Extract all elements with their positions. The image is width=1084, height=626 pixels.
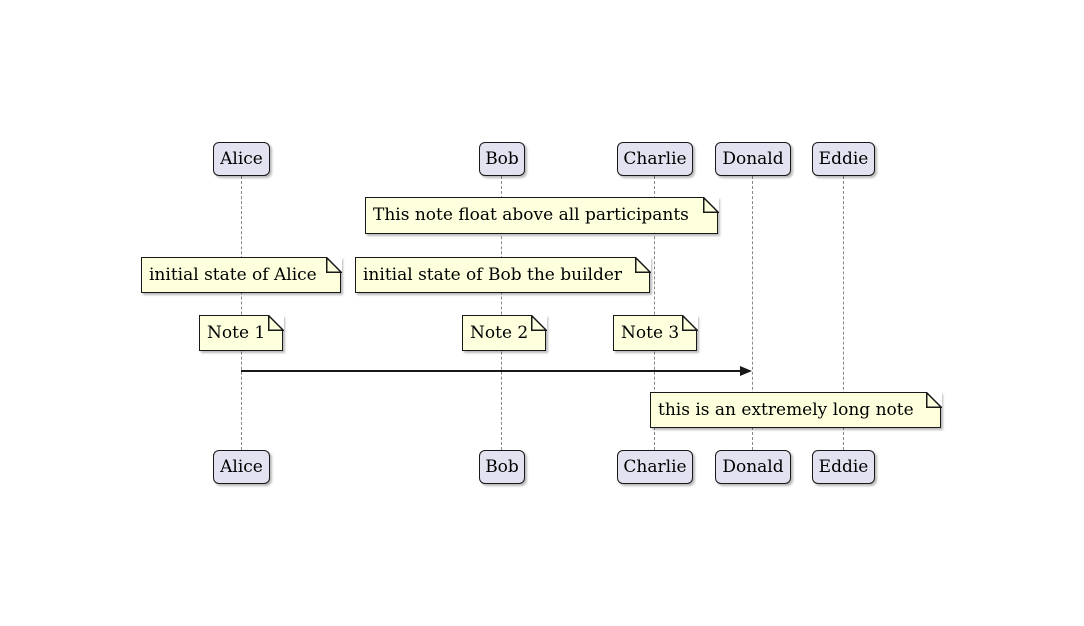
note-text: Note 1: [207, 322, 266, 343]
note-alice-state: initial state of Alice: [141, 256, 342, 293]
participant-charlie-bottom: Charlie: [617, 450, 693, 484]
note-fold-icon: [530, 314, 547, 331]
note-2: Note 2: [462, 314, 547, 351]
note-fold-icon: [702, 196, 719, 213]
participant-donald-top: Donald: [715, 142, 791, 176]
note-text: This note float above all participants: [373, 205, 689, 225]
note-text: initial state of Bob the builder: [363, 264, 623, 285]
message-line-alice-donald: [241, 370, 741, 372]
note-long: this is an extremely long note: [650, 391, 942, 428]
note-3: Note 3: [613, 314, 698, 351]
note-fold-icon: [925, 391, 942, 408]
participant-label: Bob: [485, 148, 519, 169]
participant-label: Charlie: [623, 456, 687, 477]
participant-label: Donald: [722, 148, 784, 169]
note-fold-icon: [681, 314, 698, 331]
note-bob-state: initial state of Bob the builder: [355, 256, 651, 293]
participant-label: Donald: [722, 456, 784, 477]
participant-eddie-top: Eddie: [812, 142, 875, 176]
note-1: Note 1: [199, 314, 284, 351]
note-text: Note 2: [470, 322, 529, 343]
note-floating: This note float above all participants: [365, 196, 719, 234]
lifeline-alice: [241, 176, 242, 450]
lifeline-eddie: [843, 176, 844, 450]
participant-alice-bottom: Alice: [213, 450, 270, 484]
lifeline-charlie: [654, 176, 655, 450]
participant-bob-top: Bob: [479, 142, 525, 176]
note-fold-icon: [325, 256, 342, 273]
arrowhead-icon: [740, 366, 752, 376]
lifeline-bob: [501, 176, 502, 450]
participant-bob-bottom: Bob: [479, 450, 525, 484]
note-text: initial state of Alice: [149, 264, 317, 285]
note-fold-icon: [634, 256, 651, 273]
participant-charlie-top: Charlie: [617, 142, 693, 176]
participant-label: Bob: [485, 456, 519, 477]
participant-donald-bottom: Donald: [715, 450, 791, 484]
note-fold-icon: [267, 314, 284, 331]
participant-label: Alice: [220, 148, 263, 169]
note-text: this is an extremely long note: [658, 399, 914, 420]
participant-label: Eddie: [818, 148, 869, 169]
note-text: Note 3: [621, 322, 680, 343]
participant-eddie-bottom: Eddie: [812, 450, 875, 484]
participant-alice-top: Alice: [213, 142, 270, 176]
lifeline-donald: [752, 176, 753, 450]
participant-label: Alice: [220, 456, 263, 477]
participant-label: Eddie: [818, 456, 869, 477]
participant-label: Charlie: [623, 148, 687, 169]
